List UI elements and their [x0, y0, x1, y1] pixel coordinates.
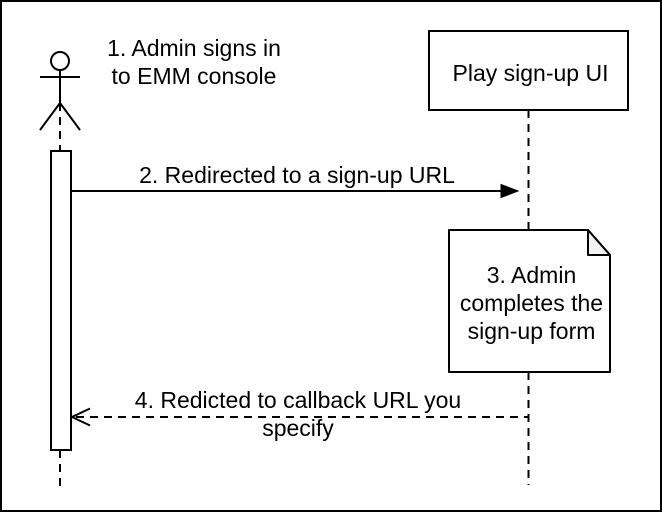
- message-label-callback: 4. Redicted to callback URL you specify: [134, 387, 462, 441]
- note-shape: [448, 229, 611, 373]
- message-arrow-right: [72, 183, 520, 199]
- message-arrow-return: [69, 407, 528, 427]
- participant-box: [428, 30, 629, 111]
- actor-head: [50, 51, 70, 71]
- actor-label: 1. Admin signs in to EMM console: [107, 35, 281, 89]
- note-outline: [448, 229, 611, 373]
- participant-label: Play sign-up UI: [452, 59, 609, 86]
- note-label: 3. Admin completes the sign-up form: [459, 262, 604, 344]
- activation-bar: [50, 150, 72, 451]
- actor-right-leg: [59, 102, 81, 131]
- actor-left-leg: [39, 102, 61, 131]
- actor-figure: [39, 51, 81, 131]
- message-label-redirect: 2. Redirected to a sign-up URL: [139, 162, 455, 188]
- filled-arrowhead-icon: [500, 183, 520, 199]
- open-arrowhead-icon: [69, 407, 91, 427]
- note-fold-icon: [587, 229, 611, 256]
